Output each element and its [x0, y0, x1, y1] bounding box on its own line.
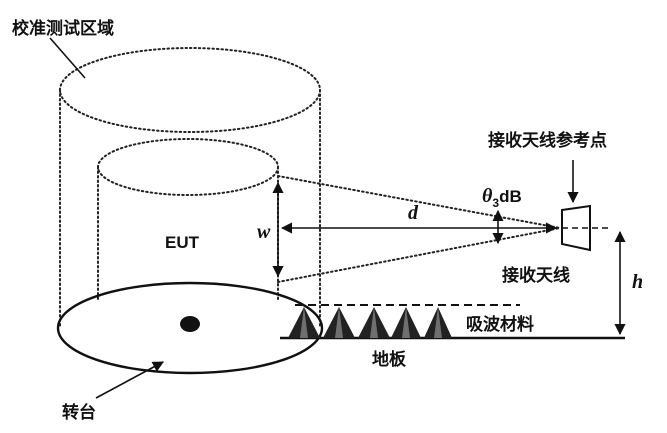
eut-label: EUT [165, 233, 200, 252]
receive-antenna [561, 204, 612, 252]
floor-label: 地板 [372, 349, 407, 370]
distance-label: d [408, 202, 419, 224]
height-label: h [632, 271, 643, 293]
antenna-beam [277, 175, 561, 283]
receive-antenna-label: 接收天线 [502, 265, 570, 286]
calibration-zone-label: 校准测试区域 [12, 18, 114, 39]
ref-point-label: 接收天线参考点 [488, 130, 607, 151]
width-label: w [257, 221, 271, 243]
turntable [56, 281, 324, 375]
turntable-center-dot [180, 316, 200, 332]
absorber-cones [288, 307, 452, 338]
eut-cylinder [97, 138, 279, 301]
theta-label: θ3dB [482, 185, 522, 210]
absorber-label: 吸波材料 [466, 314, 534, 335]
turntable-leader [95, 361, 164, 399]
turntable-label: 转台 [62, 402, 96, 423]
calibration-zone-cylinder [59, 47, 321, 329]
calibration-zone-leader [49, 37, 86, 79]
